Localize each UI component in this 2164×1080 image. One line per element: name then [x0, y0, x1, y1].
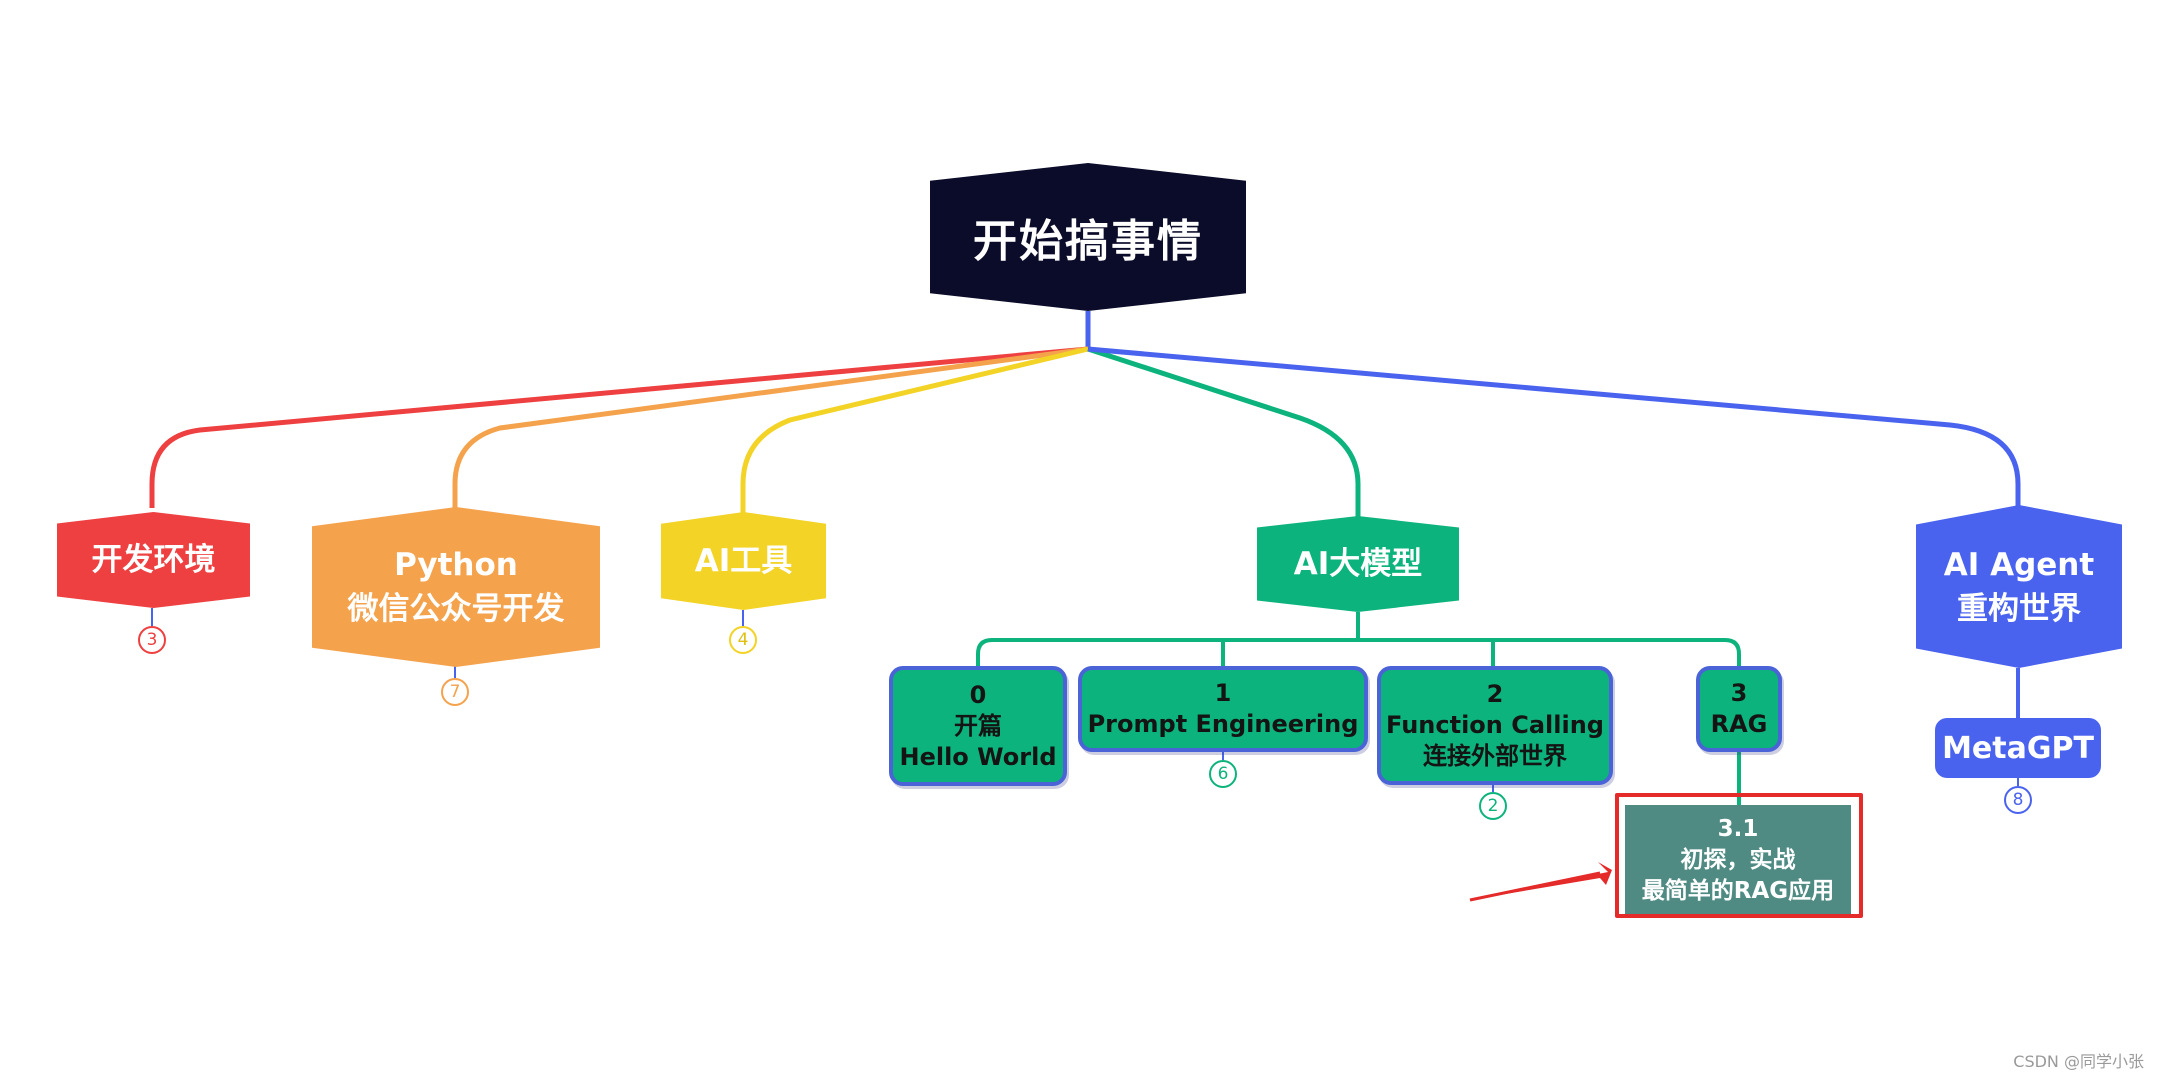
- root-label: 开始搞事情: [973, 216, 1203, 267]
- count-badge-prompt-engineering: 6: [1209, 760, 1237, 788]
- llm-topic-3-number: 3: [1730, 679, 1748, 707]
- count-badge-dev-env: 3: [138, 626, 166, 654]
- llm-topic-2-line-2: Function Calling: [1386, 711, 1604, 739]
- agent-topic-metagpt[interactable]: MetaGPT: [1935, 718, 2101, 778]
- llm-topic-1-number: 1: [1214, 679, 1232, 707]
- branch-dev-env-label: 开发环境: [91, 542, 216, 578]
- branch-dev-env[interactable]: 开发环境: [57, 512, 250, 608]
- llm-topic-3-line-2: RAG: [1710, 710, 1768, 738]
- rag-topic-3-1-line-2: 初探，实战: [1680, 846, 1796, 873]
- rag-topic-3-1-number: 3.1: [1717, 815, 1759, 842]
- branch-python-label-1: Python: [394, 547, 518, 583]
- llm-topic-2-line-3: 连接外部世界: [1423, 742, 1567, 770]
- branch-python[interactable]: Python 微信公众号开发: [312, 507, 600, 667]
- llm-topic-2-number: 2: [1486, 680, 1504, 708]
- rag-topic-3-1[interactable]: 3.1 初探，实战 最简单的RAG应用: [1625, 805, 1851, 915]
- branch-ai-agent[interactable]: AI Agent 重构世界: [1916, 505, 2122, 668]
- llm-topic-0-line-2: 开篇: [954, 711, 1002, 740]
- annotation-arrow-shaft: [1469, 871, 1601, 902]
- connector-ai-llm: [1087, 346, 1361, 518]
- highlight-box: [1615, 793, 1863, 918]
- connector-ai-tools: [740, 346, 1089, 520]
- llm-topic-0-number: 0: [969, 680, 987, 709]
- branch-ai-llm-label: AI大模型: [1293, 546, 1423, 582]
- llm-topic-1[interactable]: 1 Prompt Engineering: [1078, 666, 1368, 752]
- badge-stems: [151, 608, 2019, 792]
- branch-python-label-2: 微信公众号开发: [347, 591, 565, 627]
- llm-topic-0[interactable]: 0 开篇 Hello World: [889, 666, 1067, 786]
- llm-topic-3[interactable]: 3 RAG: [1696, 666, 1782, 752]
- watermark: CSDN @同学小张: [2013, 1052, 2144, 1071]
- llm-topic-1-line-2: Prompt Engineering: [1087, 710, 1359, 738]
- count-badge-function-calling: 2: [1479, 792, 1507, 820]
- llm-topic-0-line-3: Hello World: [899, 742, 1057, 771]
- connector-ai-agent: [1087, 346, 2021, 508]
- llm-topic-2[interactable]: 2 Function Calling 连接外部世界: [1377, 666, 1613, 785]
- branch-ai-agent-label-2: 重构世界: [1957, 590, 2081, 627]
- branch-ai-agent-label-1: AI Agent: [1943, 546, 2095, 583]
- count-badge-ai-tools: 4: [729, 626, 757, 654]
- rag-topic-3-1-line-3: 最简单的RAG应用: [1641, 877, 1835, 904]
- branch-ai-tools[interactable]: AI工具: [661, 512, 826, 610]
- connector-dev-env: [149, 346, 1089, 508]
- agent-topic-metagpt-label: MetaGPT: [1942, 730, 2094, 766]
- branch-ai-llm[interactable]: AI大模型: [1257, 516, 1459, 612]
- count-badge-metagpt: 8: [2004, 786, 2032, 814]
- branch-ai-tools-label: AI工具: [694, 543, 793, 579]
- count-badge-python: 7: [441, 678, 469, 706]
- connector-python: [452, 346, 1089, 508]
- root-node[interactable]: 开始搞事情: [930, 163, 1246, 311]
